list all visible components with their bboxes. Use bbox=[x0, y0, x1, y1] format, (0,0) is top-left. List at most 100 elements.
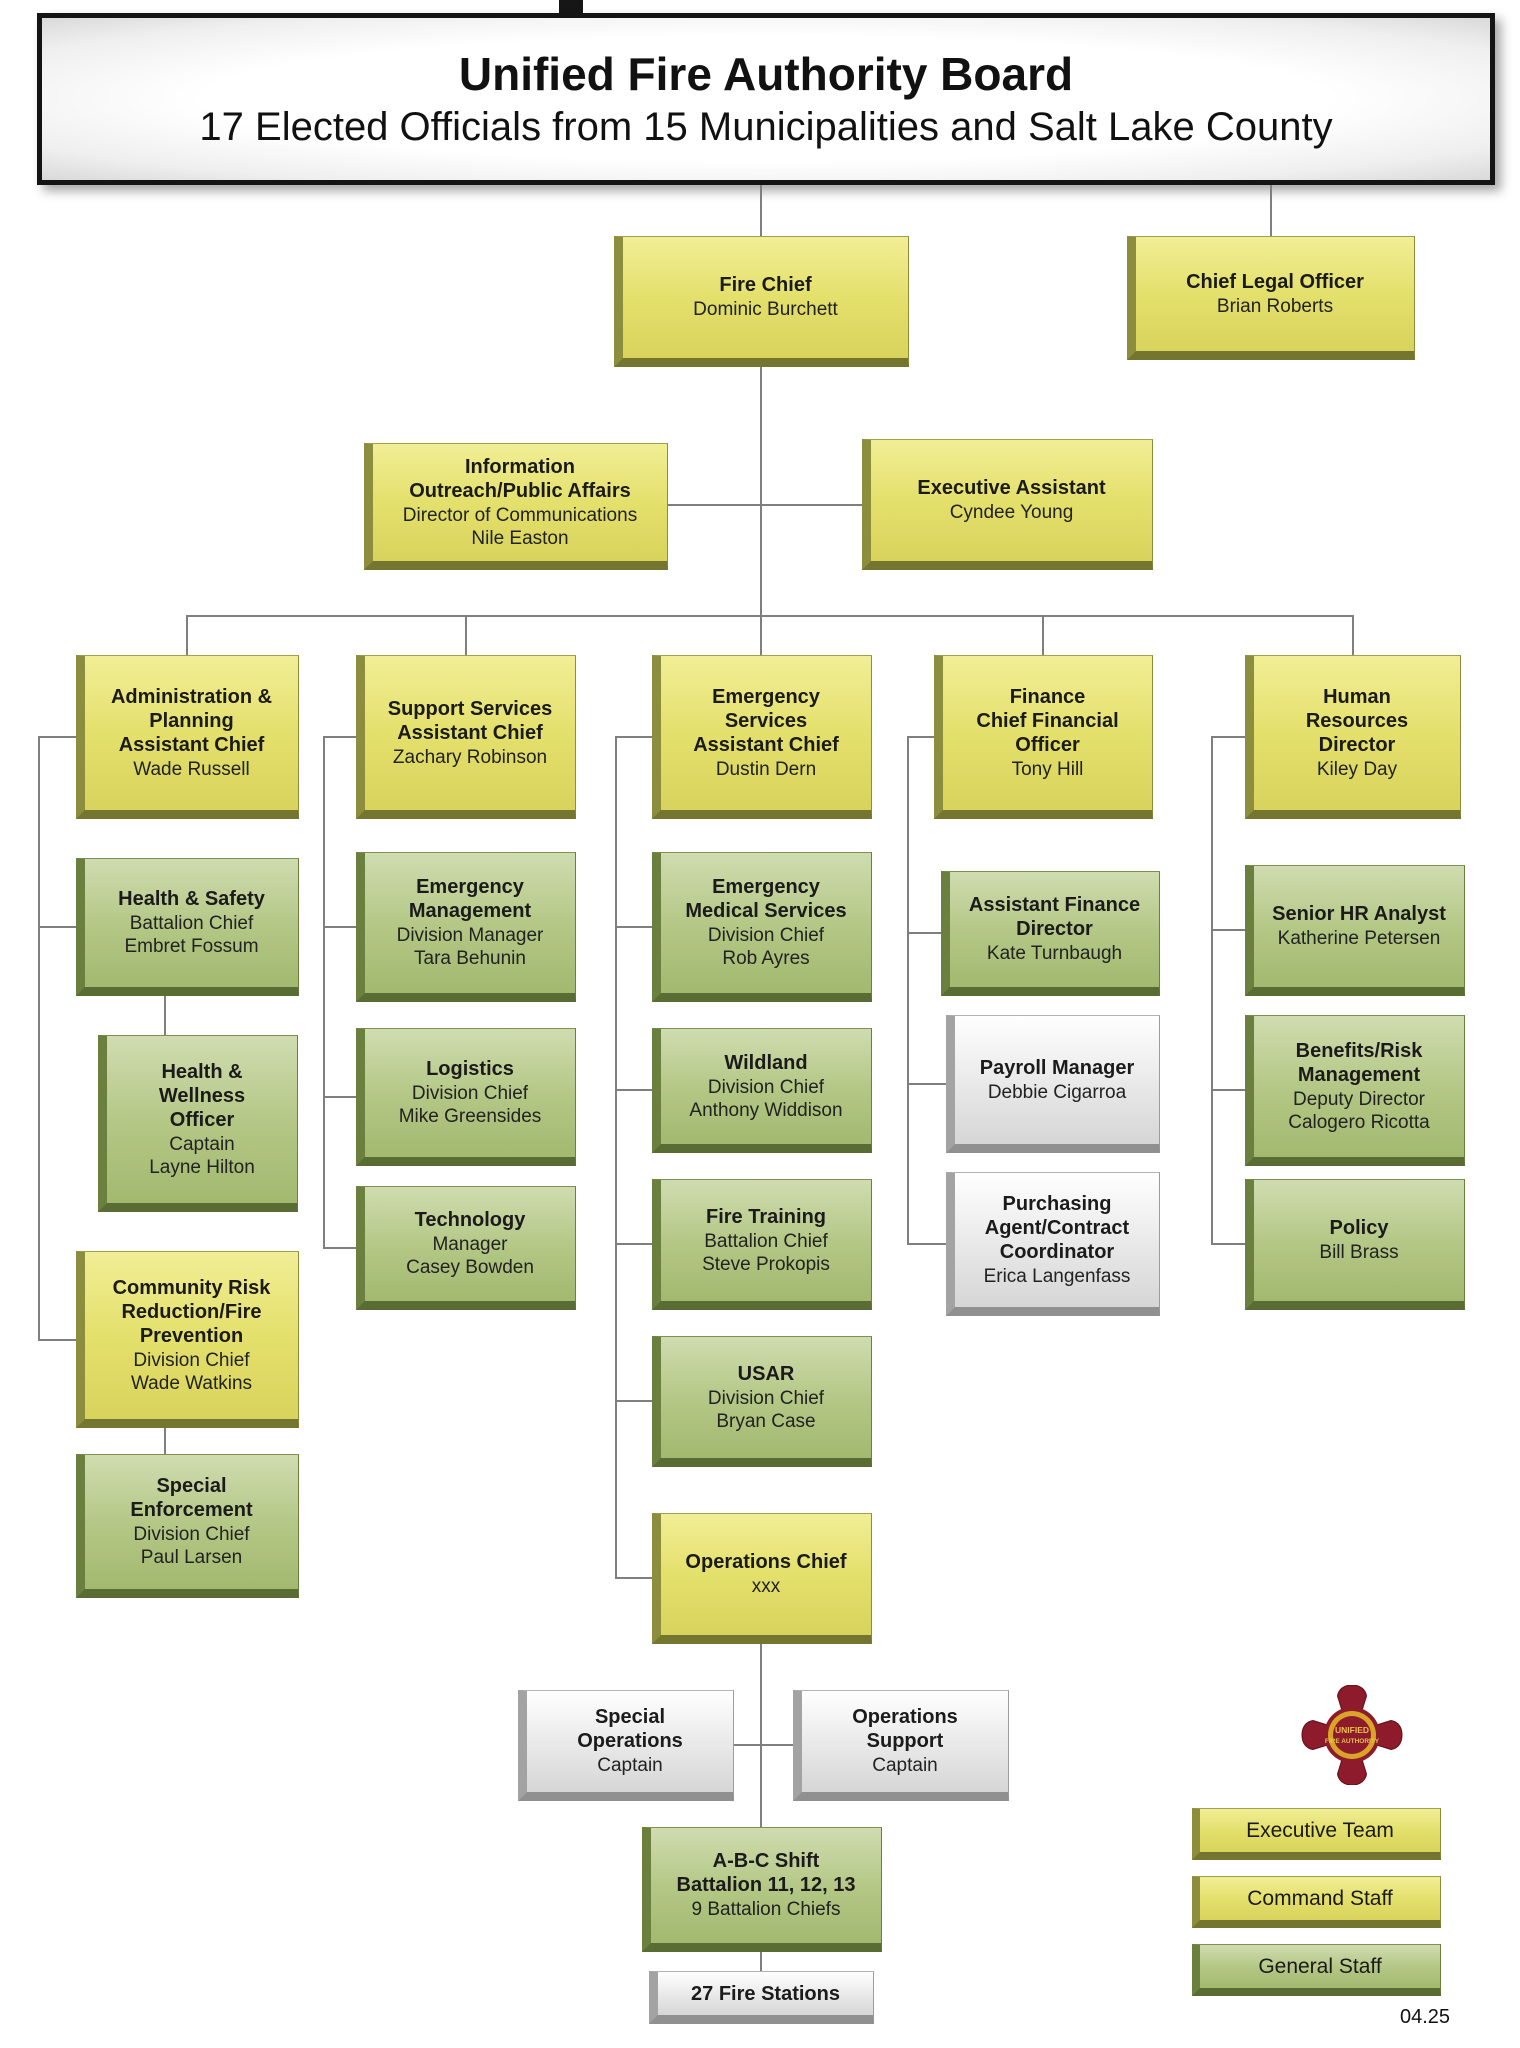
connector-line bbox=[668, 504, 862, 506]
connector-line bbox=[38, 1339, 78, 1341]
connector-line bbox=[615, 926, 654, 928]
connector-line bbox=[734, 1744, 794, 1746]
connector-line bbox=[615, 736, 617, 1579]
connector-line bbox=[907, 1243, 948, 1245]
role-title: Support Services Assistant Chief bbox=[387, 697, 553, 744]
person-name: Manager Casey Bowden bbox=[406, 1234, 534, 1278]
org-box-usar: USAR Division Chief Bryan Case bbox=[652, 1336, 872, 1467]
person-name: Division Chief Rob Ayres bbox=[707, 925, 825, 969]
person-name: Kate Turnbaugh bbox=[986, 943, 1123, 965]
connector-line bbox=[1211, 1243, 1247, 1245]
org-box-logistics: Logistics Division Chief Mike Greensides bbox=[356, 1028, 576, 1166]
person-name: Tony Hill bbox=[1011, 758, 1084, 780]
org-box-community-risk-reduction: Community Risk Reduction/Fire Prevention… bbox=[76, 1251, 299, 1428]
org-box-support-services-chief: Support Services Assistant Chief Zachary… bbox=[356, 655, 576, 819]
connector-line bbox=[323, 736, 325, 1249]
org-box-admin-planning-chief: Administration & Planning Assistant Chie… bbox=[76, 655, 299, 819]
person-name: Dominic Burchett bbox=[693, 299, 838, 321]
ufa-maltese-cross-icon: UNIFIED FIRE AUTHORITY bbox=[1301, 1684, 1403, 1786]
person-name: Kiley Day bbox=[1316, 758, 1398, 780]
person-name: Zachary Robinson bbox=[392, 746, 548, 768]
connector-line bbox=[1270, 185, 1272, 236]
connector-line bbox=[907, 932, 943, 934]
person-name: Battalion Chief Embret Fossum bbox=[124, 913, 259, 957]
org-box-finance-cfo: Finance Chief Financial Officer Tony Hil… bbox=[934, 655, 1153, 819]
role-title: Senior HR Analyst bbox=[1272, 903, 1446, 926]
org-box-payroll-manager: Payroll Manager Debbie Cigarroa bbox=[946, 1015, 1160, 1153]
role-title: A-B-C Shift Battalion 11, 12, 13 bbox=[676, 1850, 856, 1897]
connector-line bbox=[1211, 929, 1247, 931]
org-box-special-operations: Special Operations Captain bbox=[518, 1690, 734, 1801]
connector-line bbox=[323, 926, 358, 928]
person-name: 9 Battalion Chiefs bbox=[691, 1899, 841, 1921]
person-name: Erica Langenfass bbox=[983, 1265, 1131, 1287]
org-box-special-enforcement: Special Enforcement Division Chief Paul … bbox=[76, 1454, 299, 1598]
role-title: Health & Wellness Officer bbox=[158, 1060, 246, 1131]
role-title: Chief Legal Officer bbox=[1186, 270, 1364, 293]
person-name: Cyndee Young bbox=[949, 502, 1074, 524]
connector-line bbox=[1042, 615, 1044, 655]
role-title: Emergency Medical Services bbox=[685, 876, 847, 923]
connector-line bbox=[907, 736, 909, 1245]
connector-line bbox=[38, 736, 78, 738]
role-title: Wildland bbox=[724, 1051, 808, 1074]
connector-line bbox=[615, 1089, 654, 1091]
person-name: Division Chief Wade Watkins bbox=[130, 1349, 253, 1394]
connector-line bbox=[164, 1428, 166, 1454]
page-title: Unified Fire Authority Board bbox=[458, 47, 1074, 100]
person-name: Battalion Chief Steve Prokopis bbox=[702, 1230, 830, 1275]
title-banner: Unified Fire Authority Board 17 Elected … bbox=[37, 13, 1495, 185]
org-box-fire-stations: 27 Fire Stations bbox=[649, 1971, 874, 2024]
org-box-fire-training: Fire Training Battalion Chief Steve Prok… bbox=[652, 1179, 872, 1310]
org-box-health-safety: Health & Safety Battalion Chief Embret F… bbox=[76, 858, 299, 996]
person-name: Captain bbox=[872, 1755, 938, 1777]
connector-line bbox=[615, 1400, 654, 1402]
connector-line bbox=[465, 615, 467, 655]
connector-line bbox=[323, 1096, 358, 1098]
role-title: 27 Fire Stations bbox=[691, 1982, 840, 2005]
org-box-policy: Policy Bill Brass bbox=[1245, 1179, 1465, 1310]
role-title: Purchasing Agent/Contract Coordinator bbox=[984, 1192, 1130, 1263]
connector-line bbox=[615, 736, 654, 738]
connector-line bbox=[323, 736, 358, 738]
person-name: Bill Brass bbox=[1319, 1242, 1399, 1264]
connector-line bbox=[323, 1247, 358, 1249]
role-title: Operations Support bbox=[852, 1706, 958, 1753]
connector-line bbox=[907, 1083, 948, 1085]
person-name: Division Manager Tara Behunin bbox=[396, 925, 544, 969]
role-title: Logistics bbox=[426, 1058, 514, 1081]
role-title: Operations Chief bbox=[685, 1551, 847, 1574]
person-name: Director of Communications Nile Easton bbox=[402, 504, 638, 549]
role-title: Emergency Services Assistant Chief bbox=[693, 685, 839, 756]
connector-line bbox=[38, 736, 40, 1341]
role-title: Information Outreach/Public Affairs bbox=[409, 455, 631, 502]
legend-command-staff: Command Staff bbox=[1192, 1876, 1441, 1928]
logo-text-line1: UNIFIED bbox=[1335, 1725, 1369, 1735]
connector-line bbox=[38, 926, 78, 928]
connector-line bbox=[615, 1577, 654, 1579]
connector-line bbox=[760, 185, 762, 236]
connector-line bbox=[1211, 736, 1247, 738]
org-box-executive-assistant: Executive Assistant Cyndee Young bbox=[862, 439, 1153, 570]
role-title: Administration & Planning Assistant Chie… bbox=[110, 685, 273, 756]
connector-line bbox=[760, 367, 762, 655]
connector-line bbox=[1352, 615, 1354, 655]
connector-line bbox=[615, 1243, 654, 1245]
person-name: Division Chief Anthony Widdison bbox=[689, 1076, 843, 1121]
org-box-assistant-finance-director: Assistant Finance Director Kate Turnbaug… bbox=[941, 871, 1160, 996]
org-box-abc-shift-battalions: A-B-C Shift Battalion 11, 12, 13 9 Batta… bbox=[642, 1827, 882, 1952]
person-name: Dustin Dern bbox=[715, 758, 817, 780]
org-box-purchasing-agent: Purchasing Agent/Contract Coordinator Er… bbox=[946, 1172, 1160, 1316]
connector-line bbox=[1211, 1089, 1247, 1091]
org-box-information-outreach: Information Outreach/Public Affairs Dire… bbox=[364, 443, 668, 570]
role-title: Benefits/Risk Management bbox=[1295, 1039, 1423, 1086]
org-box-chief-legal-officer: Chief Legal Officer Brian Roberts bbox=[1127, 236, 1415, 360]
role-title: USAR bbox=[737, 1362, 795, 1385]
legend-executive-team: Executive Team bbox=[1192, 1808, 1441, 1860]
connector-line bbox=[760, 1952, 762, 1971]
person-name: Division Chief Bryan Case bbox=[707, 1387, 825, 1432]
role-title: Fire Chief bbox=[719, 274, 812, 297]
org-box-technology: Technology Manager Casey Bowden bbox=[356, 1186, 576, 1310]
role-title: Health & Safety bbox=[118, 888, 265, 911]
